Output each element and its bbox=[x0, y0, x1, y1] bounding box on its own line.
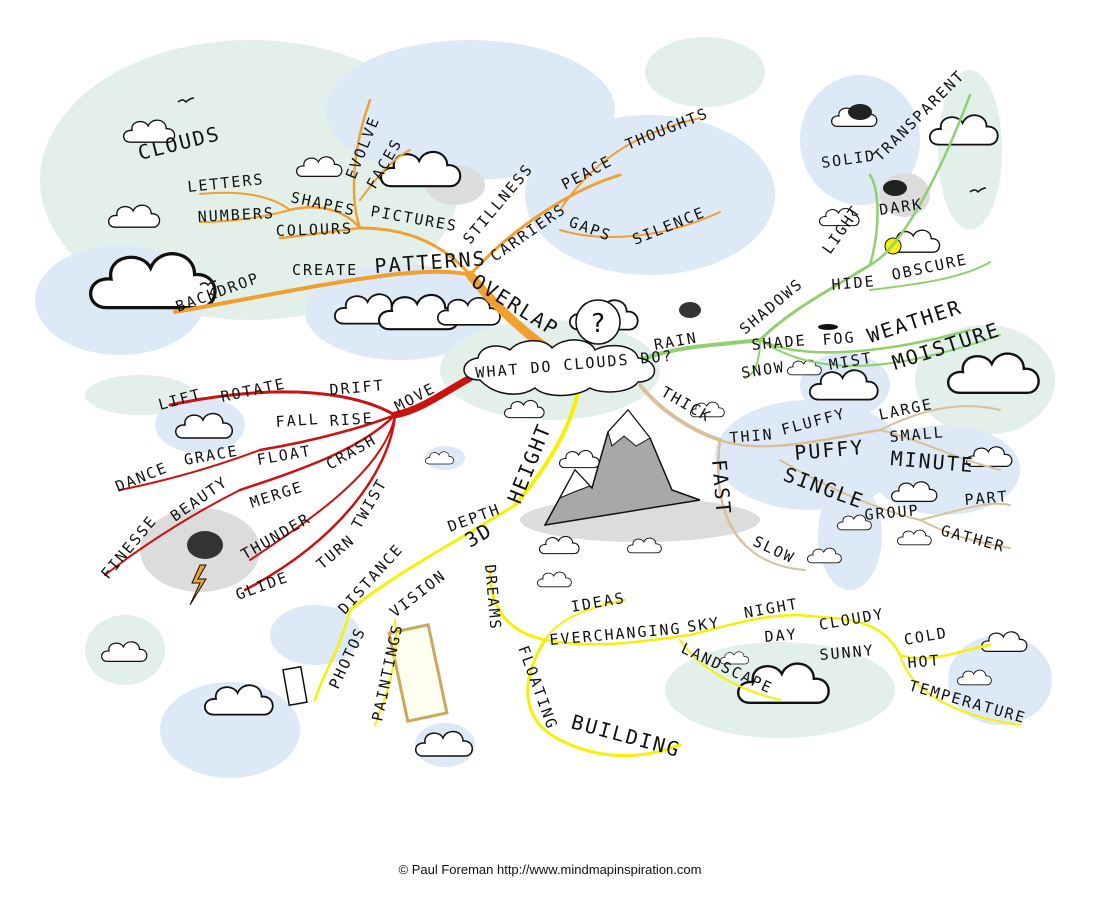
dark-cloud-icon bbox=[883, 180, 907, 196]
label-group: GROUP bbox=[864, 501, 921, 524]
storm-cloud-icon bbox=[187, 531, 223, 559]
label-fast: FAST bbox=[707, 458, 736, 516]
label-colours: COLOURS bbox=[276, 219, 354, 240]
label-part: PART bbox=[964, 487, 1010, 509]
cloud-icon bbox=[540, 536, 580, 553]
label-obscure: OBSCURE bbox=[890, 250, 969, 284]
label-day: DAY bbox=[764, 625, 799, 646]
label-rain: RAIN bbox=[653, 329, 700, 354]
label-gather: GATHER bbox=[939, 521, 1008, 556]
label-merge: MERGE bbox=[248, 478, 306, 512]
label-thin: THIN bbox=[729, 425, 775, 447]
bubble bbox=[645, 37, 765, 107]
photo-frame-icon bbox=[283, 667, 307, 706]
cloud-icon bbox=[537, 572, 571, 587]
question-mark-glyph: ? bbox=[590, 309, 606, 339]
label-slow: SLOW bbox=[750, 532, 798, 567]
label-dance: DANCE bbox=[113, 458, 171, 495]
cloud-icon bbox=[897, 530, 931, 545]
label-turn: TURN bbox=[313, 531, 358, 573]
label-snow: SNOW bbox=[740, 358, 786, 382]
label-fall: FALL bbox=[275, 410, 320, 431]
label-rise: RISE bbox=[329, 409, 374, 430]
label-create: CREATE bbox=[292, 261, 358, 279]
label-building: BUILDING bbox=[569, 710, 684, 762]
label-rotate: ROTATE bbox=[219, 375, 287, 406]
label-float: FLOAT bbox=[256, 442, 313, 469]
dark-cloud-icon bbox=[679, 302, 701, 318]
label-cold: COLD bbox=[903, 624, 950, 649]
dark-cloud-icon bbox=[848, 104, 872, 120]
label-sky: SKY bbox=[686, 614, 721, 636]
label-hide: HIDE bbox=[831, 272, 877, 294]
label-drift: DRIFT bbox=[329, 376, 386, 399]
label-vision: VISION bbox=[386, 566, 449, 621]
label-hot: HOT bbox=[907, 651, 942, 672]
label-floating: FLOATING bbox=[514, 643, 561, 732]
cloud-icon bbox=[560, 450, 600, 467]
label-thick: THICK bbox=[658, 383, 715, 426]
label-fog: FOG bbox=[822, 328, 857, 349]
copyright-credit: © Paul Foreman http://www.mindmapinspira… bbox=[0, 862, 1100, 877]
label-ideas: IDEAS bbox=[570, 589, 627, 616]
label-dreams: DREAMS bbox=[481, 564, 505, 632]
label-crash: CRASH bbox=[323, 430, 380, 473]
cloud-icon bbox=[982, 632, 1027, 652]
